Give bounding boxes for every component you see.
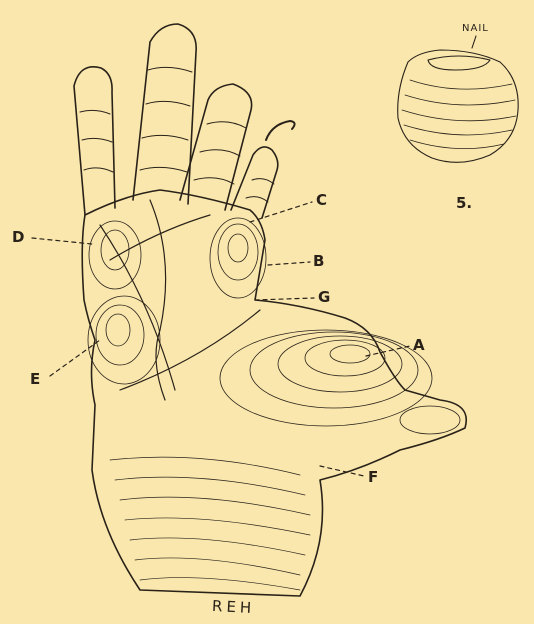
pad-lines-d [89, 221, 141, 289]
label-e: E [30, 372, 40, 387]
palm-outline [82, 190, 466, 596]
artist-signature: REH [212, 599, 256, 616]
label-nail: NAIL [462, 24, 489, 34]
label-d: D [12, 230, 24, 245]
finger-thumb-claw [266, 121, 295, 140]
label-b: B [313, 254, 324, 269]
label-g: G [318, 290, 330, 305]
inset-nail-diagram [398, 36, 518, 162]
pad-lines-b-c [210, 218, 266, 298]
label-c: C [316, 193, 327, 208]
pad-lines-e [88, 296, 160, 384]
wrist-hatching [110, 457, 310, 590]
label-f: F [368, 470, 378, 485]
palm-creases [100, 200, 260, 400]
label-a: A [413, 338, 425, 353]
figure-number: 5. [456, 196, 472, 211]
